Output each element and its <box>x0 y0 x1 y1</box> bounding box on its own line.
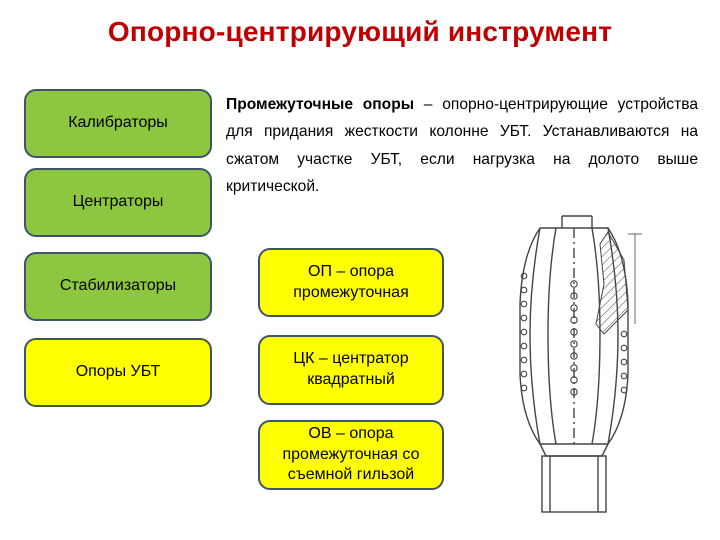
description: Промежуточные опоры – опорно-центрирующи… <box>226 91 698 200</box>
support-technical-drawing <box>519 215 642 513</box>
type-ov: ОВ – опора промежуточная со съемной гиль… <box>258 420 444 490</box>
category-stabilizers: Стабилизаторы <box>24 252 212 321</box>
type-ck: ЦК – центратор квадратный <box>258 335 444 405</box>
description-text: – опорно-центрирующие устройства для при… <box>226 96 698 195</box>
description-term: Промежуточные опоры <box>226 96 415 113</box>
category-calibrators: Калибраторы <box>24 89 212 158</box>
page-title: Опорно-центрирующий инструмент <box>107 16 613 47</box>
category-dc-supports: Опоры УБТ <box>24 338 212 407</box>
type-op: ОП – опора промежуточная <box>258 248 444 317</box>
category-centralizers: Центраторы <box>24 168 212 237</box>
